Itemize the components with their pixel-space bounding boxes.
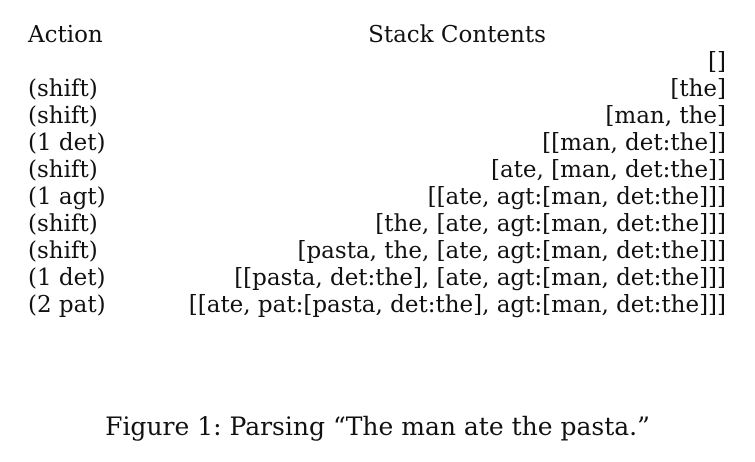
stack-contents-column-header: Stack Contents (368, 22, 546, 48)
action-cell: (shift) (28, 157, 98, 183)
action-cell: (1 det) (28, 130, 106, 156)
stack-cell: [pasta, the, [ate, agt:[man, det:the]]] (297, 238, 726, 264)
action-column-header: Action (28, 22, 103, 48)
table-header-row: Action Stack Contents (28, 22, 726, 49)
table-row: (1 agt) [[ate, agt:[man, det:the]]] (28, 184, 726, 211)
stack-cell: [] (708, 49, 726, 75)
table-row: [] (28, 49, 726, 76)
table-row: (shift) [ate, [man, det:the]] (28, 157, 726, 184)
action-cell: (1 agt) (28, 184, 106, 210)
action-cell: (shift) (28, 238, 98, 264)
table-row: (1 det) [[pasta, det:the], [ate, agt:[ma… (28, 265, 726, 292)
table-row: (shift) [pasta, the, [ate, agt:[man, det… (28, 238, 726, 265)
action-cell: (shift) (28, 76, 98, 102)
stack-cell: [the, [ate, agt:[man, det:the]]] (375, 211, 726, 237)
table-row: (shift) [the, [ate, agt:[man, det:the]]] (28, 211, 726, 238)
stack-cell: [the] (670, 76, 726, 102)
table-row: (1 det) [[man, det:the]] (28, 130, 726, 157)
action-cell: (1 det) (28, 265, 106, 291)
table-row: (shift) [man, the] (28, 103, 726, 130)
stack-cell: [[pasta, det:the], [ate, agt:[man, det:t… (234, 265, 726, 291)
stack-cell: [[ate, agt:[man, det:the]]] (427, 184, 726, 210)
action-cell: (shift) (28, 211, 98, 237)
figure-caption: Figure 1: Parsing “The man ate the pasta… (105, 412, 650, 441)
stack-cell: [ate, [man, det:the]] (490, 157, 726, 183)
table-row: (shift) [the] (28, 76, 726, 103)
table-row: (2 pat) [[ate, pat:[pasta, det:the], agt… (28, 292, 726, 319)
action-cell: (2 pat) (28, 292, 106, 318)
stack-cell: [[ate, pat:[pasta, det:the], agt:[man, d… (188, 292, 726, 318)
action-cell: (shift) (28, 103, 98, 129)
stack-cell: [man, the] (605, 103, 726, 129)
stack-cell: [[man, det:the]] (542, 130, 726, 156)
parse-table: Action Stack Contents [] (shift) [the] (… (28, 22, 726, 319)
